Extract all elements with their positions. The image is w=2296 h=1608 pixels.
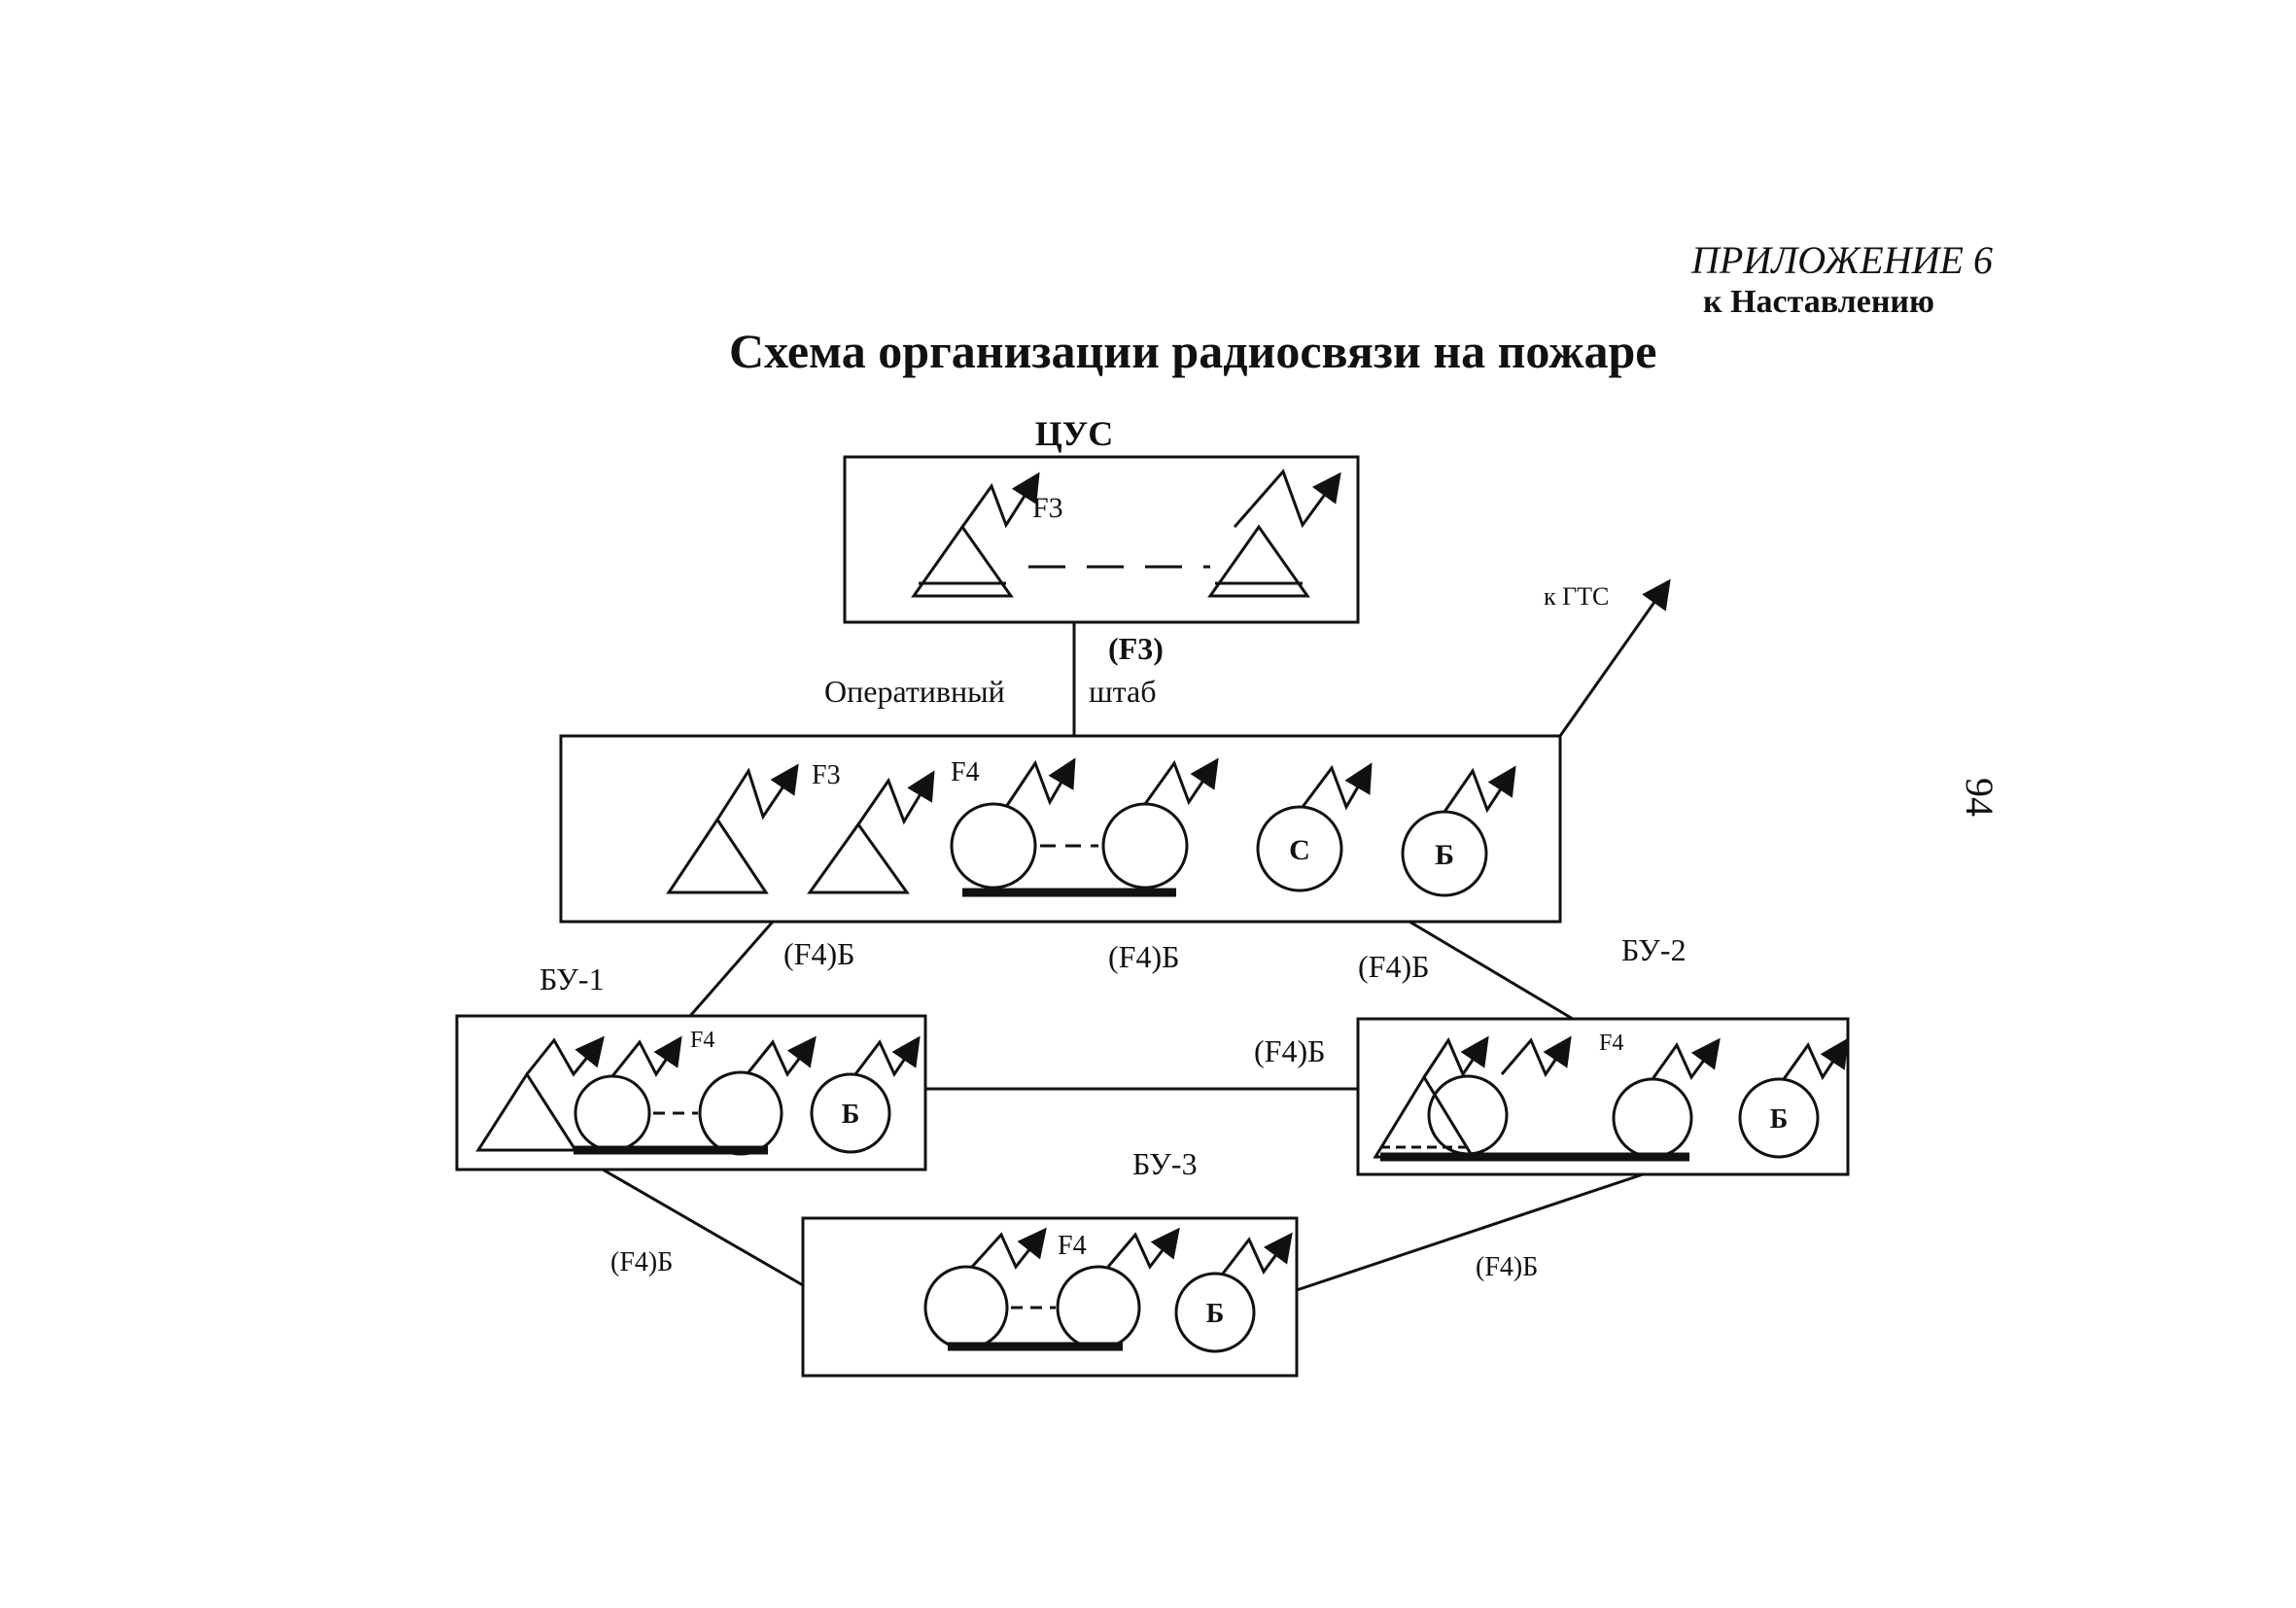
page-title: Схема организации радиосвязи на пожаре: [729, 324, 1657, 378]
cus-freq-label: F3: [1032, 492, 1063, 524]
bu3-label: БУ-3: [1132, 1146, 1198, 1181]
link-hq-bu2: [1409, 920, 1574, 1021]
bu2-station-b: Б: [1770, 1104, 1789, 1135]
bu2-box: [1356, 1017, 1850, 1176]
link-label-bu1-bu3: (F4)Б: [610, 1247, 673, 1277]
hq-box: [559, 734, 1562, 924]
radio-pair-icon: [950, 757, 1219, 897]
hq-node: F3 F4 С Б: [559, 734, 1562, 924]
link-bu1-bu3: [602, 1168, 804, 1287]
bu1-node: БУ-1 F4 Б: [455, 961, 927, 1171]
link-label-hq-bu1: (F4)Б: [783, 936, 854, 971]
bu1-label: БУ-1: [539, 961, 605, 996]
link-label-hq-bu3: (F4)Б: [1108, 939, 1179, 974]
station-s-icon: [1256, 762, 1373, 892]
bu3-station-b: Б: [1206, 1299, 1225, 1329]
uplink-freq-label: (F3): [1108, 631, 1164, 666]
link-label-bu1-bu2: (F4)Б: [1254, 1033, 1325, 1068]
link-hq-bu1: [688, 921, 775, 1017]
station-b-icon: [1401, 765, 1516, 897]
antenna-icon: [807, 770, 935, 894]
station-s-label: С: [1289, 834, 1310, 866]
bu2-label: БУ-2: [1621, 932, 1687, 967]
bu2-equipment-icons: [1373, 1035, 1849, 1162]
bu2-freq: F4: [1599, 1031, 1623, 1056]
appendix-title: ПРИЛОЖЕНИЕ 6: [1691, 238, 1993, 282]
bu3-freq: F4: [1058, 1231, 1087, 1261]
link-bu2-bu3: [1296, 1172, 1644, 1292]
link-hq-gts: [1558, 578, 1671, 737]
bu3-box: [801, 1216, 1299, 1378]
antenna-station-icon: [911, 472, 1040, 598]
bu1-freq: F4: [690, 1028, 714, 1053]
hq-label-left: Оперативный: [824, 674, 1005, 709]
bu1-equipment-icons: [475, 1035, 921, 1156]
connection-lines: [602, 578, 1671, 1292]
appendix-subtitle: к Наставлению: [1703, 284, 1934, 320]
antenna-station-icon: [1207, 469, 1341, 598]
bu1-box: [455, 1014, 927, 1171]
cus-box: [843, 455, 1360, 624]
bu3-equipment-icons: [923, 1227, 1293, 1353]
bu3-node: БУ-3 F4 Б: [801, 1146, 1299, 1378]
station-b-label: Б: [1435, 839, 1454, 871]
antenna-icon: [666, 763, 799, 894]
bu1-station-b: Б: [842, 1100, 860, 1130]
hq-label-right: штаб: [1089, 674, 1157, 709]
cus-node: ЦУС F3: [843, 414, 1360, 624]
cus-label: ЦУС: [1035, 414, 1113, 453]
hq-freq-a: F3: [812, 760, 841, 790]
gts-label: к ГТС: [1544, 582, 1609, 611]
link-label-bu2-bu3: (F4)Б: [1476, 1252, 1538, 1282]
bu2-node: БУ-2 F4 Б: [1356, 932, 1850, 1176]
hq-freq-b: F4: [951, 757, 980, 787]
link-label-hq-bu2: (F4)Б: [1358, 949, 1429, 984]
